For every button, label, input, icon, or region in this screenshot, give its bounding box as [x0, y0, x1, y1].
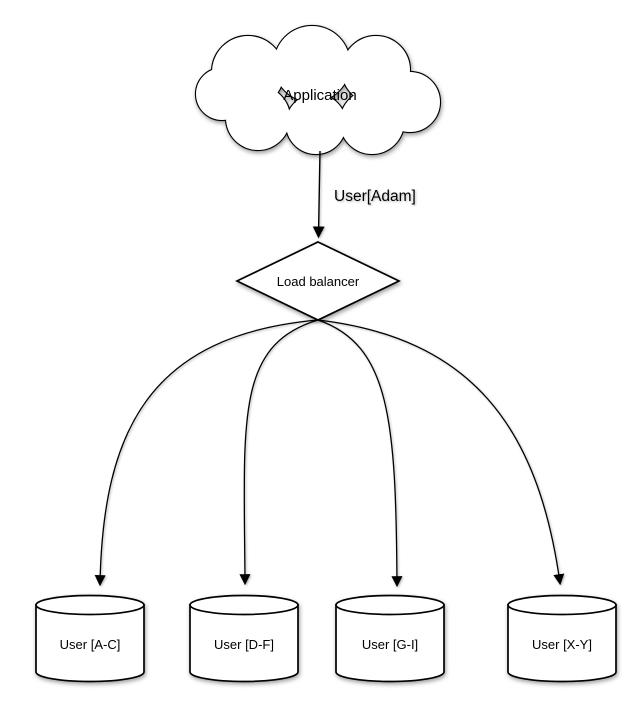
cylinder-body: [189, 604, 299, 683]
application-cloud-node: Application: [194, 24, 442, 156]
cloud-outline: [194, 24, 442, 156]
edge-to-shard-d-f: [239, 319, 319, 586]
cylinder-top: [507, 594, 617, 616]
application-label: Application: [283, 87, 356, 104]
loadbalancer-to-shard-edges: [94, 319, 565, 588]
edge-to-shard-x-y: [317, 319, 565, 586]
shard-node-x-y: User [X-Y]: [507, 594, 617, 683]
shard-label: User [G-I]: [362, 637, 418, 652]
cylinder-top: [35, 594, 145, 616]
shard-node-g-i: User [G-I]: [335, 594, 445, 683]
load-balancer-node: Load balancer: [235, 241, 401, 321]
edge-to-shard-a-c: [94, 319, 319, 587]
load-balancer-label: Load balancer: [277, 274, 360, 289]
app-to-loadbalancer-edge: User[Adam]: [312, 150, 416, 239]
cylinder-top: [189, 594, 299, 616]
cylinder-top: [335, 594, 445, 616]
shard-label: User [X-Y]: [532, 637, 592, 652]
shard-node-d-f: User [D-F]: [189, 594, 299, 683]
cylinder-body: [507, 604, 617, 683]
app-to-loadbalancer-arrow: [312, 150, 325, 239]
cylinder-body: [35, 604, 145, 683]
request-edge-label: User[Adam]: [334, 188, 416, 205]
shard-node-a-c: User [A-C]: [35, 594, 145, 683]
cylinder-body: [335, 604, 445, 683]
shard-label: User [D-F]: [214, 637, 274, 652]
edge-to-shard-g-i: [317, 319, 403, 588]
shard-label: User [A-C]: [60, 637, 121, 652]
